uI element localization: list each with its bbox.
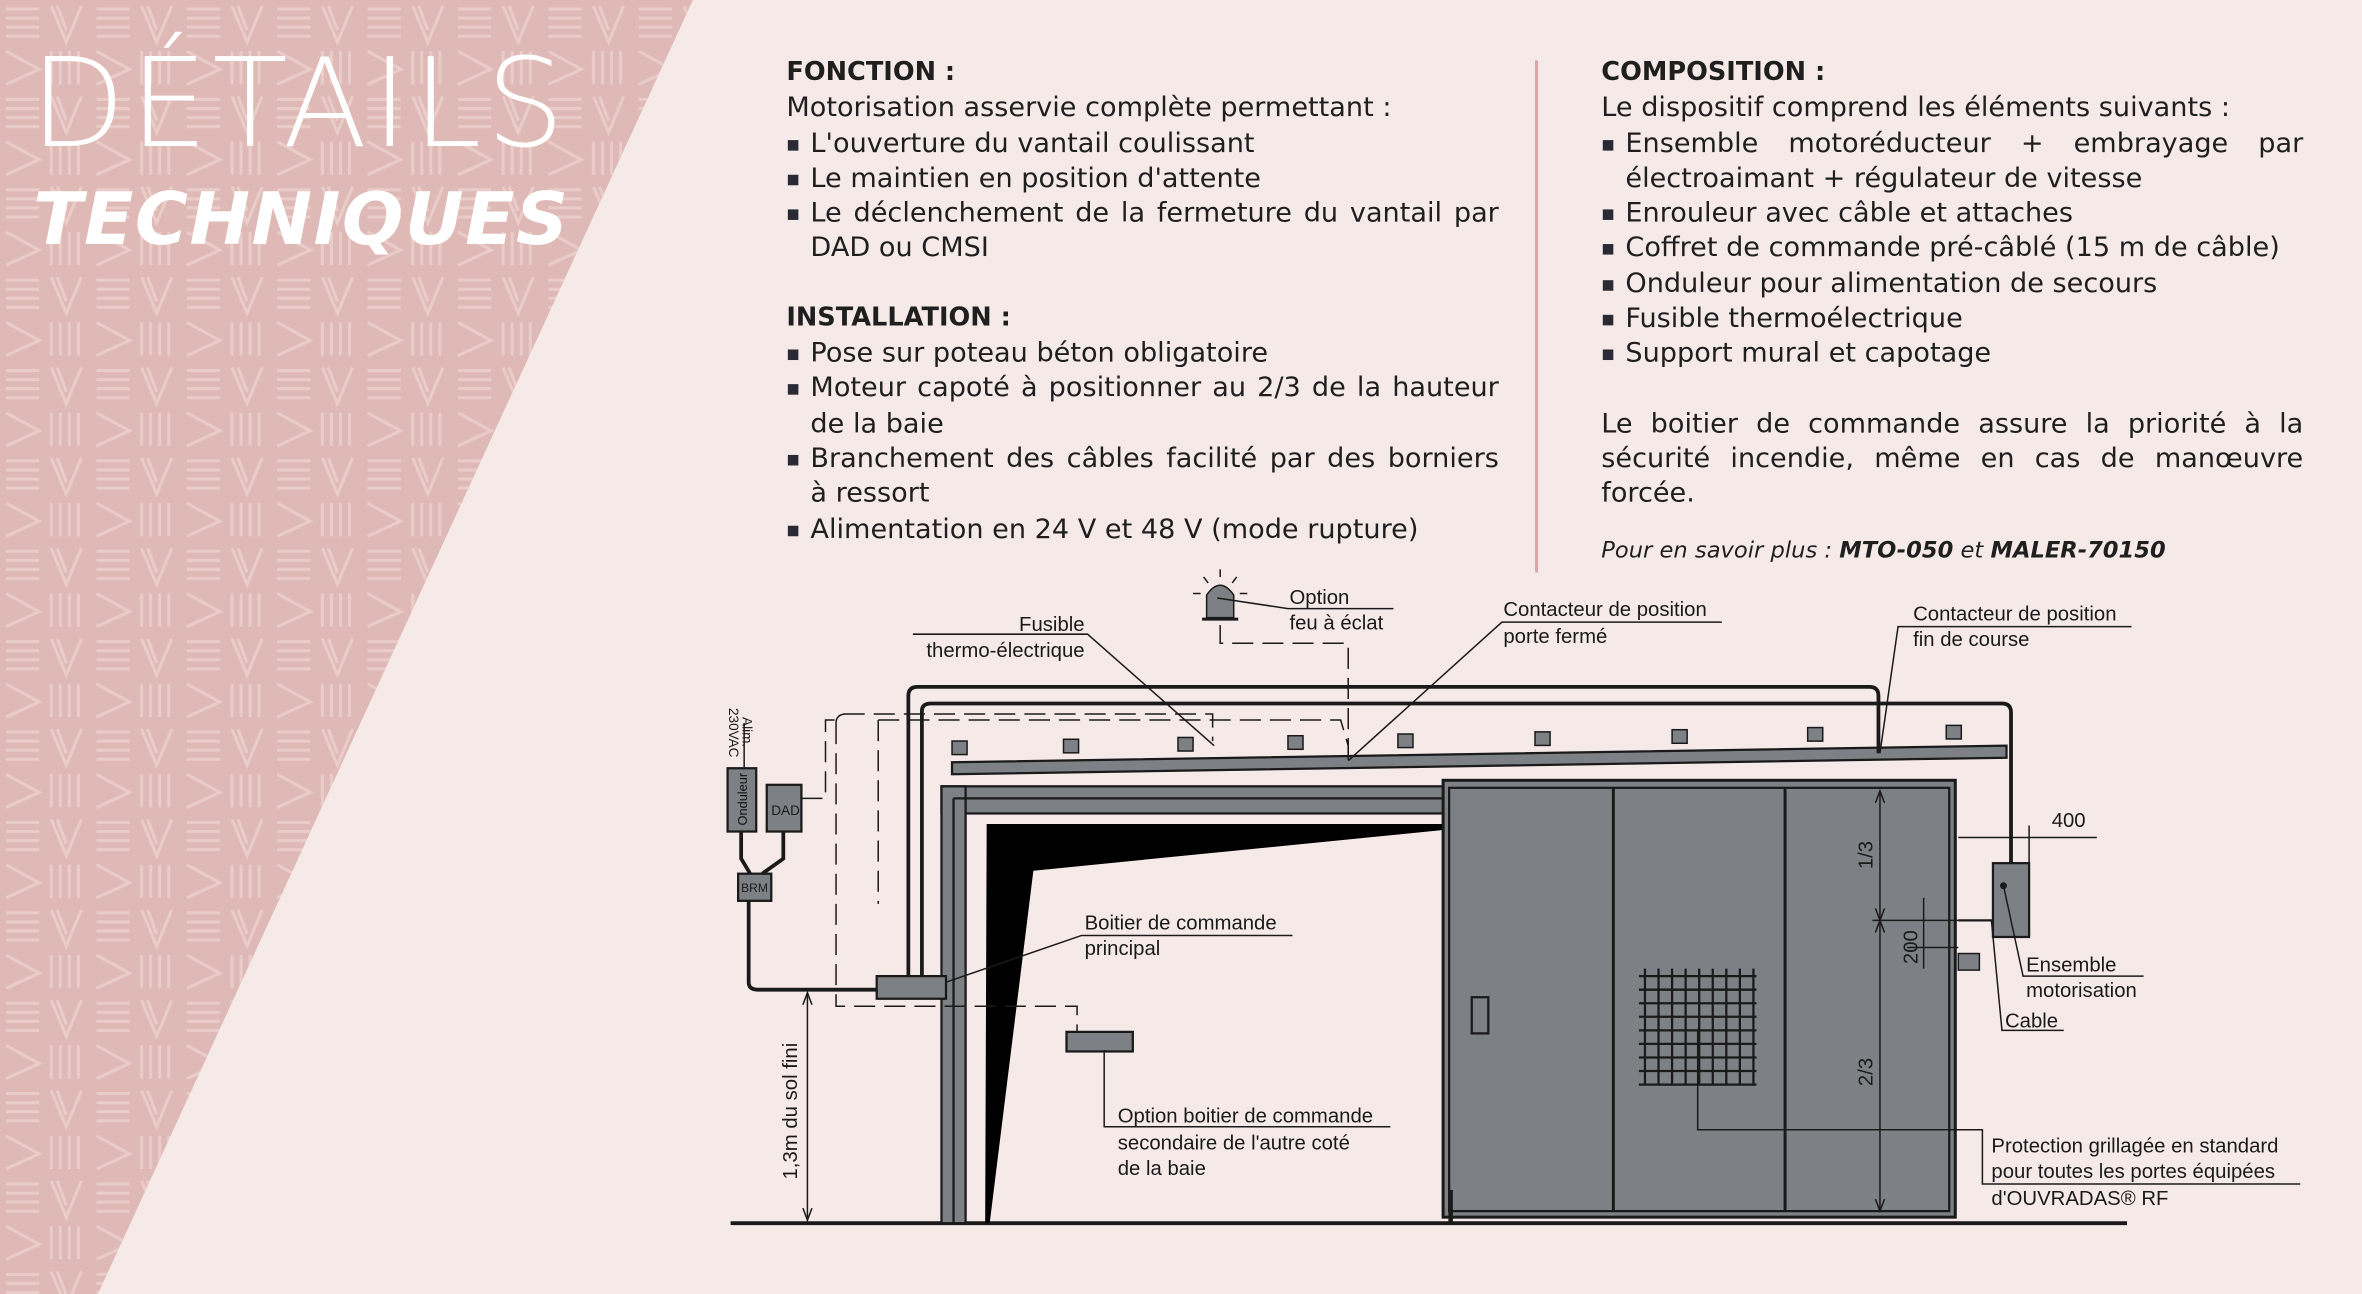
label-400: 400 — [2052, 810, 2086, 832]
installation-list: Pose sur poteau béton obligatoire Moteur… — [786, 336, 1499, 547]
ref-mto[interactable]: MTO-050 — [1839, 535, 1954, 563]
label-protection: Protection grillagée en standard — [1991, 1135, 2278, 1157]
hanger-roller — [951, 740, 968, 756]
label-contact-course-2: fin de course — [1913, 629, 2029, 651]
door-frame — [940, 785, 1445, 1225]
label-brm: BRM — [741, 881, 768, 895]
motor-unit — [1991, 862, 2031, 939]
list-item: L'ouverture du vantail coulissant — [786, 126, 1499, 161]
hangers — [951, 724, 1963, 756]
label-protection-3: d'OUVRADAS® RF — [1991, 1188, 2168, 1210]
hanger-roller — [1671, 728, 1688, 745]
left-column: FONCTION : Motorisation asservie complèt… — [786, 56, 1499, 547]
label-onduleur: Onduleur — [735, 772, 750, 825]
label-two-thirds: 2/3 — [1855, 1058, 1877, 1086]
right-column: COMPOSITION : Le dispositif comprend les… — [1601, 56, 2303, 568]
wire-motor — [920, 701, 2013, 983]
label-option-boitier-2: secondaire de l'autre coté — [1118, 1132, 1350, 1154]
label-fusible-2: thermo-électrique — [926, 640, 1084, 662]
installation-heading: INSTALLATION : — [786, 302, 1011, 333]
sliding-door — [1441, 778, 1957, 1224]
label-fusible: Fusible — [1019, 614, 1085, 636]
opening-shadow — [985, 823, 1444, 1224]
label-option-beacon-2: feu à éclat — [1289, 613, 1383, 635]
composition-heading: COMPOSITION : — [1601, 57, 1826, 88]
list-item: Pose sur poteau béton obligatoire — [786, 336, 1499, 371]
list-item: Fusible thermoélectrique — [1601, 301, 2303, 336]
composition-note: Le boitier de commande assure la priorit… — [1601, 407, 2304, 510]
list-item: Onduleur pour alimentation de secours — [1601, 266, 2303, 301]
dashed-wiring — [801, 713, 1349, 1034]
hanger-roller — [1287, 734, 1304, 751]
label-one-third: 1/3 — [1855, 841, 1877, 869]
main-control-box — [875, 975, 948, 1000]
list-item: Branchement des câbles facilité par des … — [786, 441, 1499, 511]
beacon-wire — [1219, 625, 1349, 754]
hanger-roller — [1806, 726, 1824, 742]
label-200: 200 — [1901, 930, 1923, 964]
label-contact-ferme-2: porte fermé — [1503, 626, 1607, 648]
title-details: DÉTAILS — [30, 33, 569, 177]
label-contact-course: Contacteur de position — [1913, 604, 2116, 626]
dad-box — [765, 783, 803, 833]
diagram-labels: Fusible thermo-électrique Option feu à é… — [726, 587, 2278, 1210]
label-option-boitier: Option boitier de commande — [1118, 1105, 1373, 1127]
beacon-icon — [1193, 569, 1248, 621]
brm-box — [736, 872, 773, 902]
fonction-intro: Motorisation asservie complète permettan… — [786, 92, 1392, 124]
list-item: Le maintien en position d'attente — [786, 161, 1499, 196]
list-item: Alimentation en 24 V et 48 V (mode ruptu… — [786, 512, 1499, 547]
wire-fin-course — [906, 685, 1881, 983]
title-techniques: TECHNIQUES — [33, 177, 570, 263]
label-boitier-2: principal — [1085, 938, 1161, 960]
more-prefix: Pour en savoir plus : — [1601, 535, 1833, 563]
label-cable: Cable — [2005, 1010, 2058, 1032]
label-protection-2: pour toutes les portes équipées — [1991, 1161, 2275, 1183]
door-handle — [1470, 996, 1490, 1035]
list-item: Ensemble motoréducteur + embrayage par é… — [1601, 126, 2303, 196]
more-and: et — [1960, 535, 1984, 563]
label-ensemble: Ensemble — [2026, 955, 2116, 977]
label-option-beacon: Option — [1289, 587, 1349, 609]
hanger-roller — [1177, 736, 1194, 752]
list-item: Coffret de commande pré-câblé (15 m de c… — [1601, 231, 2303, 266]
composition-list: Ensemble motoréducteur + embrayage par é… — [1601, 126, 2303, 372]
label-contact-ferme: Contacteur de position — [1503, 599, 1706, 621]
label-option-boitier-3: de la baie — [1118, 1158, 1206, 1180]
label-ensemble-2: motorisation — [2026, 980, 2137, 1002]
list-item: Support mural et capotage — [1601, 336, 2303, 371]
fonction-list: L'ouverture du vantail coulissant Le mai… — [786, 126, 1499, 266]
rail — [950, 744, 2008, 776]
list-item: Enrouleur avec câble et attaches — [1601, 196, 2303, 231]
label-alim-1: Alim. — [740, 717, 755, 747]
label-boitier: Boitier de commande — [1085, 912, 1277, 934]
composition-intro: Le dispositif comprend les éléments suiv… — [1601, 92, 2230, 124]
label-dad: DAD — [771, 803, 800, 818]
label-alim: 230VAC — [726, 708, 741, 758]
label-height: 1,3m du sol fini — [780, 1043, 802, 1180]
fonction-heading: FONCTION : — [786, 57, 956, 88]
hanger-roller — [1397, 733, 1414, 749]
hanger-roller — [1062, 738, 1080, 754]
ref-maler[interactable]: MALER-70150 — [1990, 535, 2166, 563]
hanger-roller — [1945, 724, 1963, 740]
secondary-control-box — [1065, 1030, 1134, 1053]
column-divider — [1535, 60, 1539, 573]
more-info: Pour en savoir plus : MTO-050 et MALER-7… — [1601, 533, 2303, 568]
list-item: Moteur capoté à positionner au 2/3 de la… — [786, 371, 1499, 441]
list-item: Le déclenchement de la fermeture du vant… — [786, 196, 1499, 266]
hanger-roller — [1534, 731, 1551, 747]
